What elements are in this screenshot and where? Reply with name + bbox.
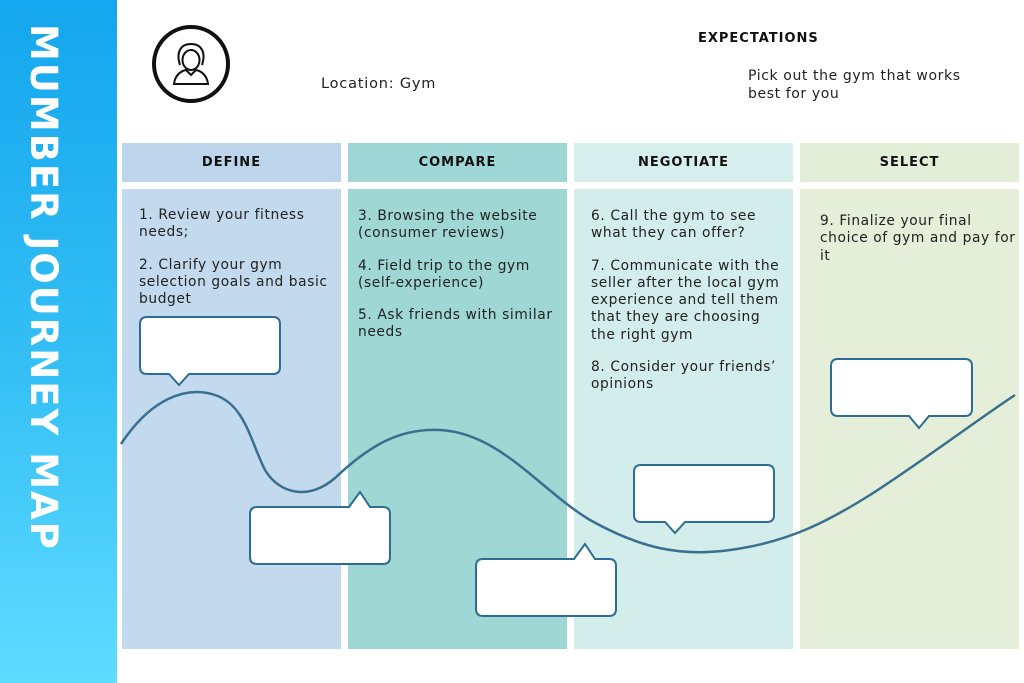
stage-header-negotiate: NEGOTIATE: [574, 143, 793, 182]
speech-bubble-negotiate-upper: [633, 464, 775, 536]
step-item: 7. Communicate with the seller after the…: [591, 257, 780, 343]
select-steps: 9. Finalize your final choice of gym and…: [820, 213, 1016, 280]
step-item: 3. Browsing the website (consumer review…: [358, 208, 538, 242]
step-item: 9. Finalize your final choice of gym and…: [820, 213, 1016, 264]
stage-header-label: DEFINE: [201, 155, 262, 170]
stage-header-select: SELECT: [800, 143, 1019, 182]
user-icon: [152, 25, 230, 103]
stage-header-label: COMPARE: [418, 155, 497, 170]
speech-bubble-select: [830, 358, 973, 432]
expectations-text: Pick out the gym that works best for you: [748, 68, 961, 102]
step-item: 2. Clarify your gym selection goals and …: [139, 256, 328, 308]
expectations-heading: EXPECTATIONS: [698, 31, 819, 46]
stage-column-define: [122, 189, 341, 649]
stage-header-label: NEGOTIATE: [638, 155, 729, 170]
location-label: Location: Gym: [321, 76, 437, 92]
stage-header-label: SELECT: [879, 155, 940, 170]
compare-steps: 3. Browsing the website (consumer review…: [358, 208, 562, 357]
sidebar: MUMBER JOURNEY MAP: [0, 0, 117, 683]
step-item: 1. Review your fitness needs;: [139, 207, 305, 241]
stage-header-compare: COMPARE: [348, 143, 567, 182]
step-item: 6. Call the gym to see what they can off…: [591, 208, 757, 242]
speech-bubble-define: [139, 316, 281, 388]
speech-bubble-compare: [249, 490, 391, 566]
define-steps: 1. Review your fitness needs; 2. Clarify…: [139, 207, 334, 323]
stage-column-select: [800, 189, 1019, 649]
step-item: 5. Ask friends with similar needs: [358, 307, 553, 341]
step-item: 4. Field trip to the gym (self-experienc…: [358, 257, 530, 291]
stage-header-define: DEFINE: [122, 143, 341, 182]
step-item: 8. Consider your friends’ opinions: [591, 359, 777, 393]
negotiate-steps: 6. Call the gym to see what they can off…: [591, 208, 787, 409]
speech-bubble-negotiate-lower: [475, 542, 617, 618]
